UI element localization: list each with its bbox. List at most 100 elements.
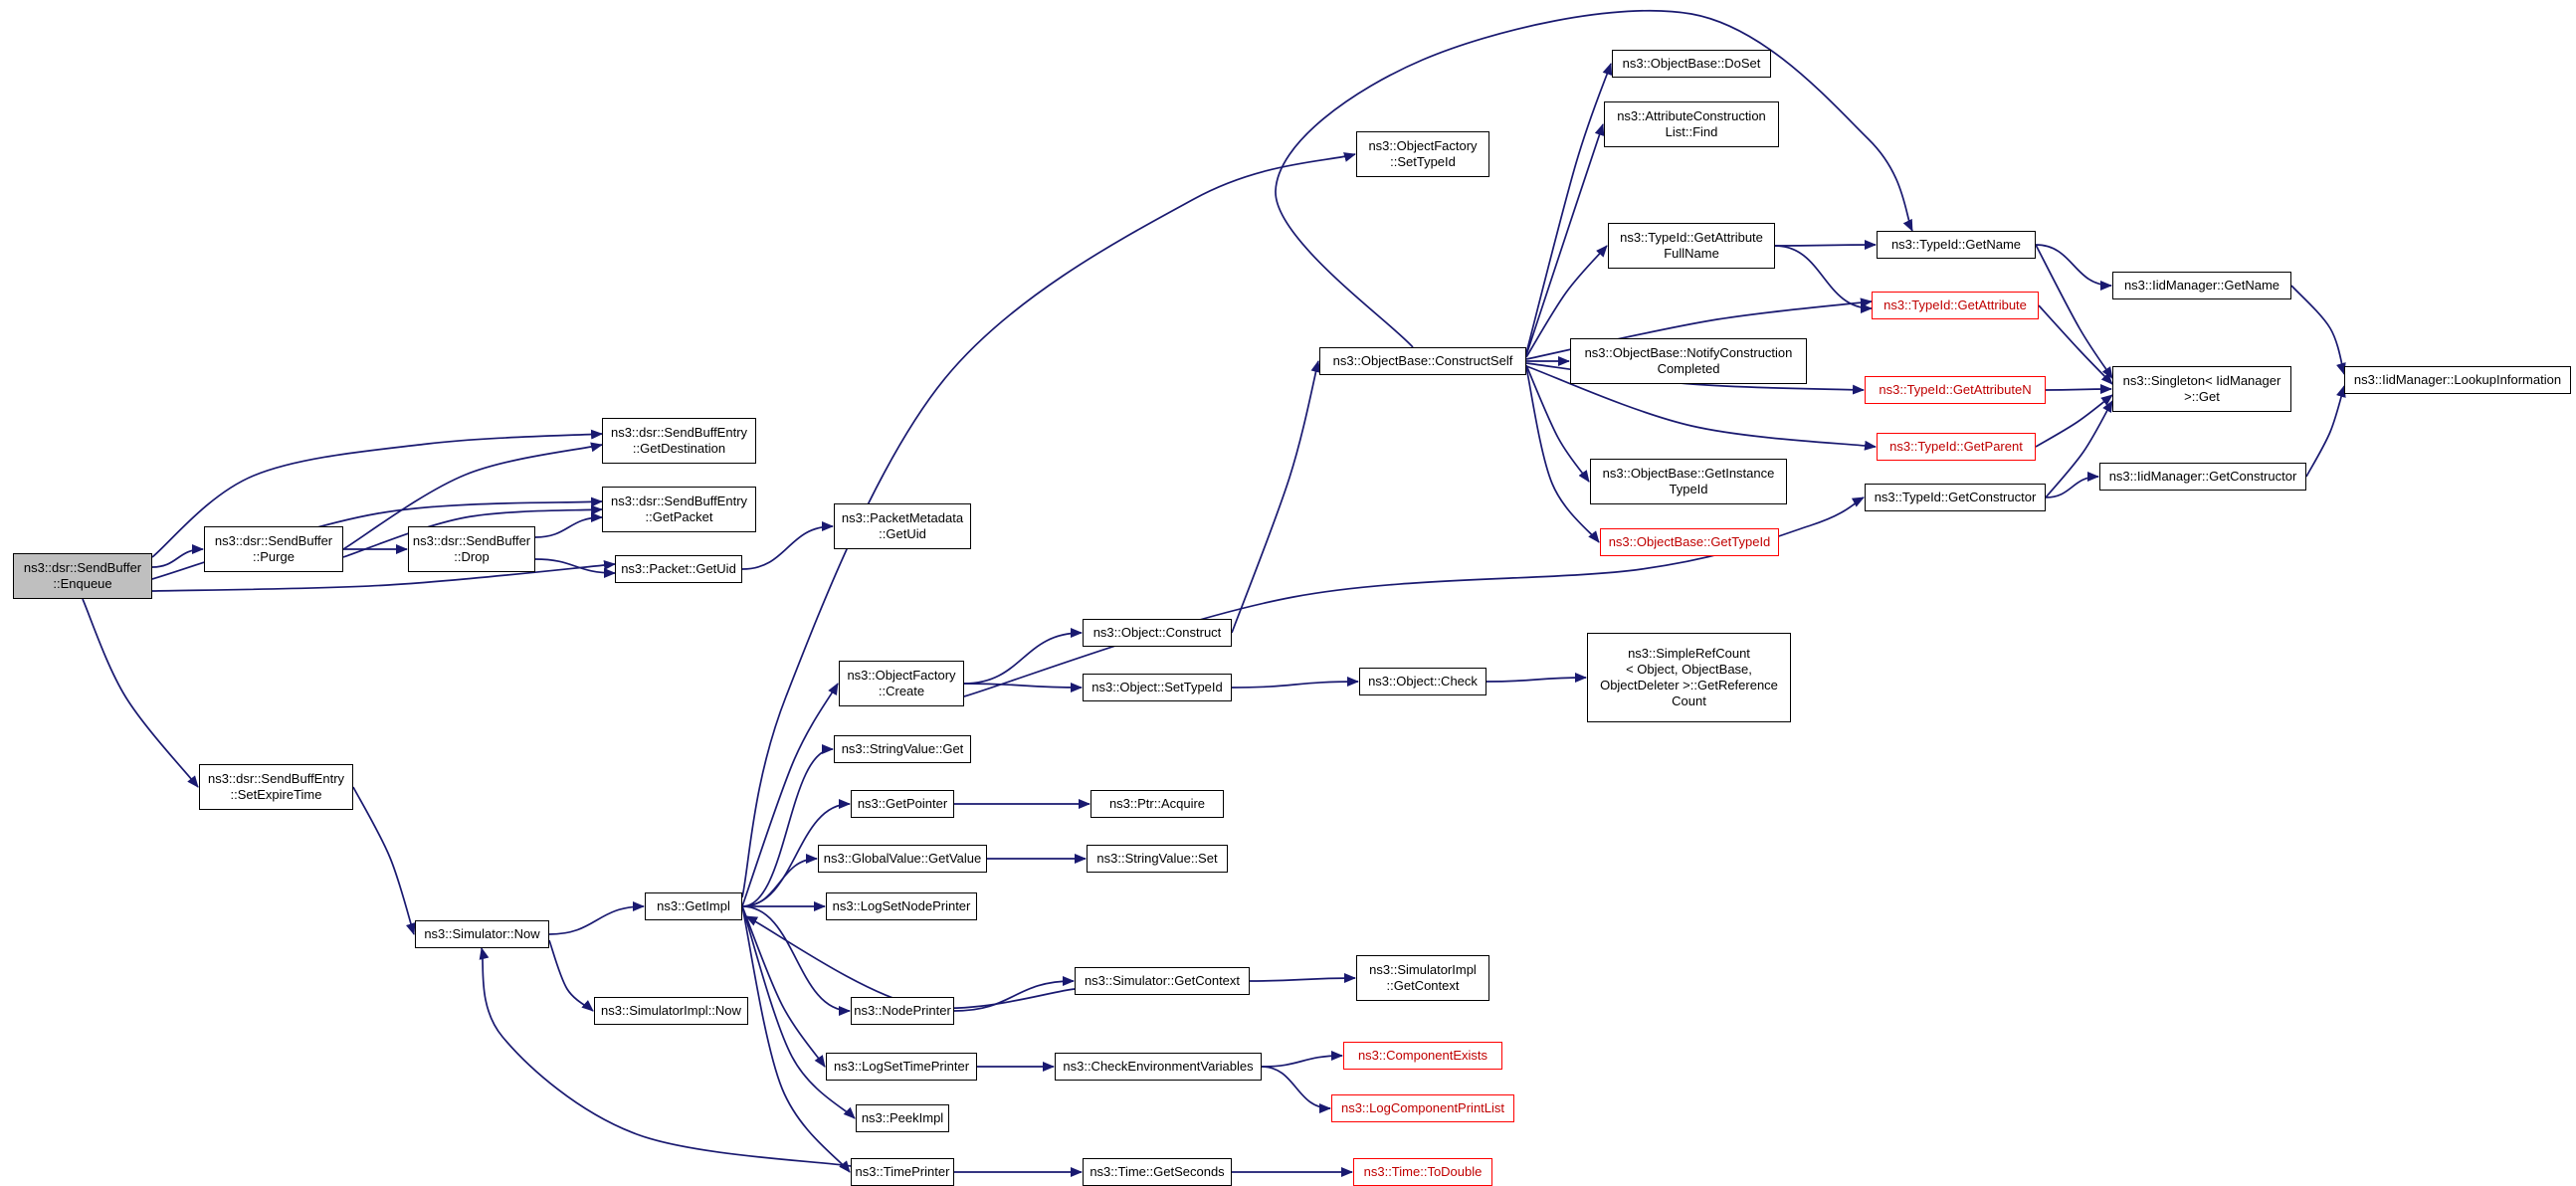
graph-node-log-set-node-printer[interactable]: ns3::LogSetNodePrinter	[826, 892, 977, 920]
graph-node-label: ns3::Ptr::Acquire	[1108, 796, 1206, 811]
graph-node-label: ns3::LogComponentPrintList	[1340, 1100, 1505, 1115]
call-edge-construct-self-to-type-id-get-attribute-n	[1525, 362, 1865, 395]
graph-node-check-environment-variables[interactable]: ns3::CheckEnvironmentVariables	[1055, 1053, 1262, 1081]
graph-node-object-set-type-id[interactable]: ns3::Object::SetTypeId	[1083, 674, 1232, 701]
graph-node-type-id-get-constructor[interactable]: ns3::TypeId::GetConstructor	[1865, 484, 2046, 511]
graph-node-object-construct[interactable]: ns3::Object::Construct	[1083, 619, 1232, 647]
graph-node-label: ::SetExpireTime	[230, 787, 322, 802]
graph-node-time-to-double[interactable]: ns3::Time::ToDouble	[1353, 1158, 1492, 1186]
graph-node-time-printer[interactable]: ns3::TimePrinter	[851, 1158, 954, 1186]
graph-node-iid-manager-get-constructor[interactable]: ns3::IidManager::GetConstructor	[2099, 463, 2306, 491]
graph-node-string-value-set[interactable]: ns3::StringValue::Set	[1087, 845, 1228, 873]
call-edge-object-check-to-get-reference-count	[1486, 673, 1587, 684]
graph-node-simulator-impl-now[interactable]: ns3::SimulatorImpl::Now	[594, 997, 748, 1025]
graph-node-object-factory-create[interactable]: ns3::ObjectFactory::Create	[839, 661, 964, 706]
graph-node-log-component-print-list[interactable]: ns3::LogComponentPrintList	[1331, 1094, 1514, 1122]
graph-node-node-printer[interactable]: ns3::NodePrinter	[851, 997, 954, 1025]
graph-node-label: ns3::GetPointer	[857, 796, 948, 811]
graph-node-label: ns3::PacketMetadata	[841, 510, 964, 525]
graph-node-object-base-do-set[interactable]: ns3::ObjectBase::DoSet	[1612, 50, 1771, 78]
graph-node-get-destination[interactable]: ns3::dsr::SendBuffEntry::GetDestination	[602, 418, 756, 464]
graph-node-type-id-get-attribute-n[interactable]: ns3::TypeId::GetAttributeN	[1865, 376, 2046, 404]
call-edge-object-factory-create-to-object-set-type-id	[963, 682, 1083, 692]
graph-node-label: ns3::Object::SetTypeId	[1091, 680, 1223, 694]
graph-node-label: ns3::TypeId::GetAttribute	[1620, 230, 1763, 245]
graph-node-simulator-now[interactable]: ns3::Simulator::Now	[415, 920, 549, 948]
graph-node-label: ns3::Time::ToDouble	[1363, 1164, 1483, 1179]
graph-node-object-check[interactable]: ns3::Object::Check	[1359, 668, 1486, 695]
graph-node-ptr-acquire[interactable]: ns3::Ptr::Acquire	[1090, 790, 1224, 818]
graph-node-label: ObjectDeleter >::GetReference	[1600, 678, 1778, 692]
graph-node-string-value-get[interactable]: ns3::StringValue::Get	[834, 735, 971, 763]
graph-node-label: ns3::LogSetNodePrinter	[832, 898, 971, 913]
graph-node-component-exists[interactable]: ns3::ComponentExists	[1343, 1042, 1502, 1070]
graph-node-drop[interactable]: ns3::dsr::SendBuffer::Drop	[408, 526, 535, 572]
call-edge-get-impl-to-log-set-time-printer	[741, 905, 826, 1068]
call-edge-type-id-get-attribute-n-to-singleton-get	[2045, 384, 2112, 395]
graph-node-log-set-time-printer[interactable]: ns3::LogSetTimePrinter	[826, 1053, 977, 1081]
graph-node-label: ns3::ObjectBase::NotifyConstruction	[1584, 345, 1793, 360]
call-edge-type-id-get-constructor-to-iid-manager-get-constructor	[2045, 472, 2099, 498]
graph-node-peek-impl[interactable]: ns3::PeekImpl	[856, 1104, 949, 1132]
graph-node-get-pointer[interactable]: ns3::GetPointer	[851, 790, 954, 818]
graph-node-object-factory-set-type-id[interactable]: ns3::ObjectFactory::SetTypeId	[1356, 131, 1489, 177]
graph-node-simulator-get-context[interactable]: ns3::Simulator::GetContext	[1075, 967, 1250, 995]
graph-node-time-get-seconds[interactable]: ns3::Time::GetSeconds	[1083, 1158, 1232, 1186]
graph-node-type-id-get-name[interactable]: ns3::TypeId::GetName	[1877, 231, 2036, 259]
graph-node-label: ns3::NodePrinter	[854, 1003, 951, 1018]
graph-node-label: ns3::StringValue::Set	[1096, 851, 1218, 866]
graph-node-lookup-information[interactable]: ns3::IidManager::LookupInformation	[2344, 366, 2571, 394]
graph-node-enqueue[interactable]: ns3::dsr::SendBuffer::Enqueue	[13, 553, 152, 599]
graph-node-label: ns3::Object::Check	[1368, 674, 1478, 689]
call-edge-simulator-now-to-get-impl	[548, 901, 645, 935]
call-edge-object-construct-to-construct-self	[1231, 360, 1321, 634]
graph-node-packet-get-uid[interactable]: ns3::Packet::GetUid	[615, 555, 742, 583]
graph-node-get-impl[interactable]: ns3::GetImpl	[645, 892, 742, 920]
graph-node-get-reference-count[interactable]: ns3::SimpleRefCount< Object, ObjectBase,…	[1587, 633, 1791, 722]
graph-node-global-value-get-value[interactable]: ns3::GlobalValue::GetValue	[818, 845, 987, 873]
graph-node-label: ns3::ObjectFactory	[847, 668, 956, 683]
call-edge-purge-to-get-destination	[342, 442, 603, 550]
graph-node-set-expire-time[interactable]: ns3::dsr::SendBuffEntry::SetExpireTime	[199, 764, 353, 810]
graph-node-simulator-impl-get-context[interactable]: ns3::SimulatorImpl::GetContext	[1356, 955, 1489, 1001]
graph-node-label: ns3::TimePrinter	[855, 1164, 950, 1179]
graph-node-label: ns3::SimpleRefCount	[1628, 646, 1750, 661]
call-edge-get-impl-to-global-value-get-value	[741, 854, 818, 907]
graph-node-type-id-get-attribute[interactable]: ns3::TypeId::GetAttribute	[1872, 292, 2039, 319]
call-edge-get-impl-to-string-value-get	[741, 744, 834, 907]
graph-node-get-packet[interactable]: ns3::dsr::SendBuffEntry::GetPacket	[602, 487, 756, 532]
graph-node-label: ns3::Time::GetSeconds	[1090, 1164, 1225, 1179]
call-edge-node-printer-to-simulator-get-context	[953, 976, 1075, 1012]
graph-node-label: Completed	[1657, 361, 1720, 376]
call-edge-construct-self-to-type-id-get-attribute	[1525, 297, 1873, 360]
graph-node-label: ns3::Object::Construct	[1092, 625, 1222, 640]
graph-node-label: ns3::AttributeConstruction	[1617, 108, 1766, 123]
graph-node-label: TypeId	[1669, 482, 1708, 496]
graph-node-label: ns3::SimulatorImpl::Now	[601, 1003, 741, 1018]
call-edge-check-environment-variables-to-component-exists	[1261, 1051, 1343, 1068]
call-edge-set-expire-time-to-simulator-now	[352, 786, 416, 935]
call-edge-enqueue-to-set-expire-time	[82, 598, 199, 788]
graph-node-singleton-get[interactable]: ns3::Singleton< IidManager>::Get	[2112, 366, 2291, 412]
call-edge-iid-manager-get-name-to-lookup-information	[2290, 285, 2346, 375]
graph-node-label: ::Drop	[454, 549, 490, 564]
graph-node-purge[interactable]: ns3::dsr::SendBuffer::Purge	[204, 526, 343, 572]
graph-node-type-id-get-parent[interactable]: ns3::TypeId::GetParent	[1877, 433, 2036, 461]
graph-node-label: ::Purge	[253, 549, 295, 564]
graph-node-packet-metadata-get-uid[interactable]: ns3::PacketMetadata::GetUid	[834, 503, 971, 549]
call-edge-get-impl-to-time-printer	[741, 905, 851, 1173]
graph-node-object-base-get-type-id[interactable]: ns3::ObjectBase::GetTypeId	[1600, 528, 1779, 556]
call-edge-simulator-now-to-simulator-impl-now	[548, 939, 594, 1012]
graph-node-label: ns3::LogSetTimePrinter	[833, 1059, 970, 1074]
graph-node-label: ns3::TypeId::GetConstructor	[1874, 490, 2037, 504]
call-edge-get-attribute-full-name-to-type-id-get-attribute	[1774, 245, 1873, 313]
graph-node-construct-self[interactable]: ns3::ObjectBase::ConstructSelf	[1319, 347, 1526, 375]
graph-node-label: FullName	[1664, 246, 1719, 261]
graph-node-iid-manager-get-name[interactable]: ns3::IidManager::GetName	[2112, 272, 2291, 299]
